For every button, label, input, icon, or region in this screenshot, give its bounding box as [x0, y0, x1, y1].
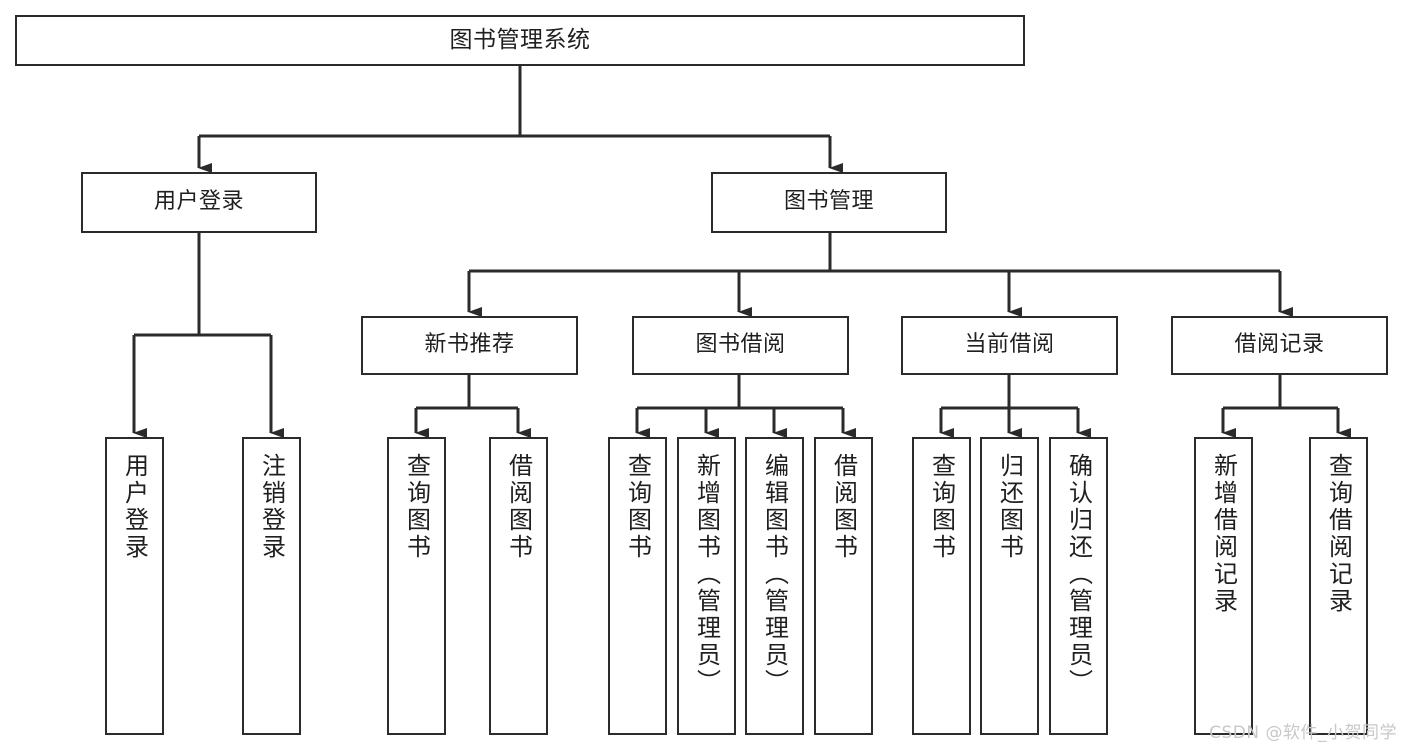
node-leaf-borrow-book-1-label: 借阅图书 [504, 453, 533, 561]
node-book-borrow-label: 图书借阅 [695, 332, 786, 358]
node-leaf-query-book-3[interactable]: 查询图书 [912, 437, 971, 735]
node-leaf-logout-login-label: 注销登录 [257, 453, 286, 561]
node-leaf-confirm-return-admin-label: 确认归还（管理员） [1064, 453, 1093, 696]
node-leaf-query-book-1-label: 查询图书 [402, 453, 431, 561]
node-leaf-query-book-1[interactable]: 查询图书 [387, 437, 446, 735]
node-root-label: 图书管理系统 [449, 26, 591, 53]
node-leaf-add-book-admin[interactable]: 新增图书（管理员） [677, 437, 736, 735]
node-leaf-borrow-book-2-label: 借阅图书 [829, 453, 858, 561]
node-leaf-query-borrow-record[interactable]: 查询借阅记录 [1309, 437, 1368, 735]
node-leaf-edit-book-admin-label: 编辑图书（管理员） [760, 453, 789, 696]
node-leaf-borrow-book-2[interactable]: 借阅图书 [814, 437, 873, 735]
node-leaf-confirm-return-admin[interactable]: 确认归还（管理员） [1049, 437, 1108, 735]
node-leaf-edit-book-admin[interactable]: 编辑图书（管理员） [745, 437, 804, 735]
node-leaf-query-borrow-record-label: 查询借阅记录 [1324, 453, 1353, 615]
node-current-borrow-label: 当前借阅 [964, 332, 1055, 358]
node-leaf-query-book-3-label: 查询图书 [927, 453, 956, 561]
node-root[interactable]: 图书管理系统 [15, 15, 1025, 66]
node-new-book-recommend[interactable]: 新书推荐 [361, 316, 578, 375]
node-leaf-borrow-book-1[interactable]: 借阅图书 [489, 437, 548, 735]
node-leaf-add-book-admin-label: 新增图书（管理员） [692, 453, 721, 696]
node-leaf-query-book-2-label: 查询图书 [623, 453, 652, 561]
node-current-borrow[interactable]: 当前借阅 [901, 316, 1118, 375]
node-leaf-user-login[interactable]: 用户登录 [105, 437, 164, 735]
node-leaf-add-borrow-record-label: 新增借阅记录 [1209, 453, 1238, 615]
node-borrow-record-label: 借阅记录 [1234, 332, 1325, 358]
node-user-login-label: 用户登录 [153, 189, 244, 215]
node-borrow-record[interactable]: 借阅记录 [1171, 316, 1388, 375]
node-leaf-query-book-2[interactable]: 查询图书 [608, 437, 667, 735]
node-leaf-return-book-label: 归还图书 [995, 453, 1024, 561]
node-book-management-label: 图书管理 [783, 189, 874, 215]
node-book-management[interactable]: 图书管理 [711, 172, 947, 233]
node-new-book-recommend-label: 新书推荐 [424, 332, 515, 358]
node-leaf-logout-login[interactable]: 注销登录 [242, 437, 301, 735]
node-leaf-add-borrow-record[interactable]: 新增借阅记录 [1194, 437, 1253, 735]
node-book-borrow[interactable]: 图书借阅 [632, 316, 849, 375]
node-leaf-return-book[interactable]: 归还图书 [980, 437, 1039, 735]
node-user-login[interactable]: 用户登录 [81, 172, 317, 233]
node-leaf-user-login-label: 用户登录 [120, 453, 149, 561]
